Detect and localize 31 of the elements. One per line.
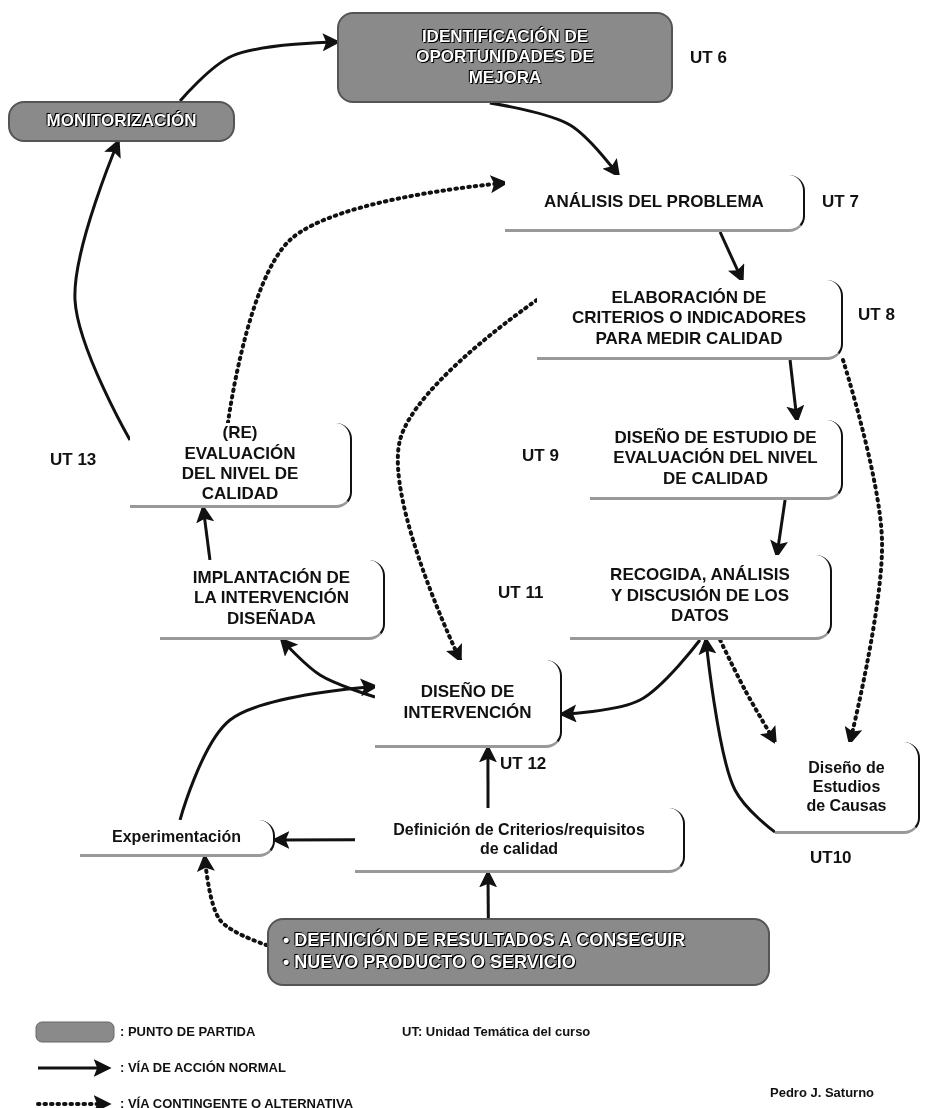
start-box xyxy=(8,101,235,142)
node-text: Experimentación xyxy=(112,827,241,847)
legend-text: : PUNTO DE PARTIDA xyxy=(120,1024,256,1039)
node-text: DISEÑO DE INTERVENCIÓN xyxy=(402,682,533,723)
node-text: DISEÑO DE ESTUDIO DE EVALUACIÓN DEL NIVEL DE CALIDAD xyxy=(613,427,818,490)
unit-label: UT 6 xyxy=(690,48,727,68)
start-box xyxy=(337,12,673,103)
dotted-arrow xyxy=(718,638,777,746)
node-text: • DEFINICIÓN DE RESULTADOS A CONSEGUIR xyxy=(283,930,686,952)
unit-label: UT 9 xyxy=(522,446,559,466)
node-text: IMPLANTACIÓN DE LA INTERVENCIÓN DISEÑADA xyxy=(191,567,352,630)
node-text: Diseño de Estudios de Causas xyxy=(805,757,888,816)
legend-text: : VÍA CONTINGENTE O ALTERNATIVA xyxy=(120,1096,354,1108)
unit-label: UT 13 xyxy=(50,450,97,470)
node-text: • NUEVO PRODUCTO O SERVICIO xyxy=(283,952,576,974)
node-text: MONITORIZACIÓN xyxy=(46,111,197,132)
node-text: RECOGIDA, ANÁLISIS Y DISCUSIÓN DE LOS DATOS xyxy=(609,565,791,627)
author-credit: Pedro J. Saturno xyxy=(770,1085,875,1100)
start-box xyxy=(267,918,770,986)
unit-label: UT10 xyxy=(810,848,852,868)
node-text: ANÁLISIS DEL PROBLEMA xyxy=(544,191,764,213)
node-text: Definición de Criterios/requisitos de calidad xyxy=(392,819,646,859)
unit-label: UT 7 xyxy=(822,192,859,212)
unit-label: UT 12 xyxy=(500,754,547,774)
node-text: IDENTIFICACIÓN DE OPORTUNIDADES DE MEJORA xyxy=(415,26,595,89)
node-text: (RE) EVALUACIÓN DEL NIVEL DE CALIDAD xyxy=(180,423,300,505)
node-text: ELABORACIÓN DE CRITERIOS O INDICADORES PARA MEDIR CALIDAD xyxy=(570,287,808,350)
unit-label: UT 11 xyxy=(498,583,544,603)
unit-label: UT 8 xyxy=(858,305,895,325)
note-text: UT: Unidad Temática del curso xyxy=(402,1024,591,1039)
legend-text: : VÍA DE ACCIÓN NORMAL xyxy=(120,1060,286,1075)
